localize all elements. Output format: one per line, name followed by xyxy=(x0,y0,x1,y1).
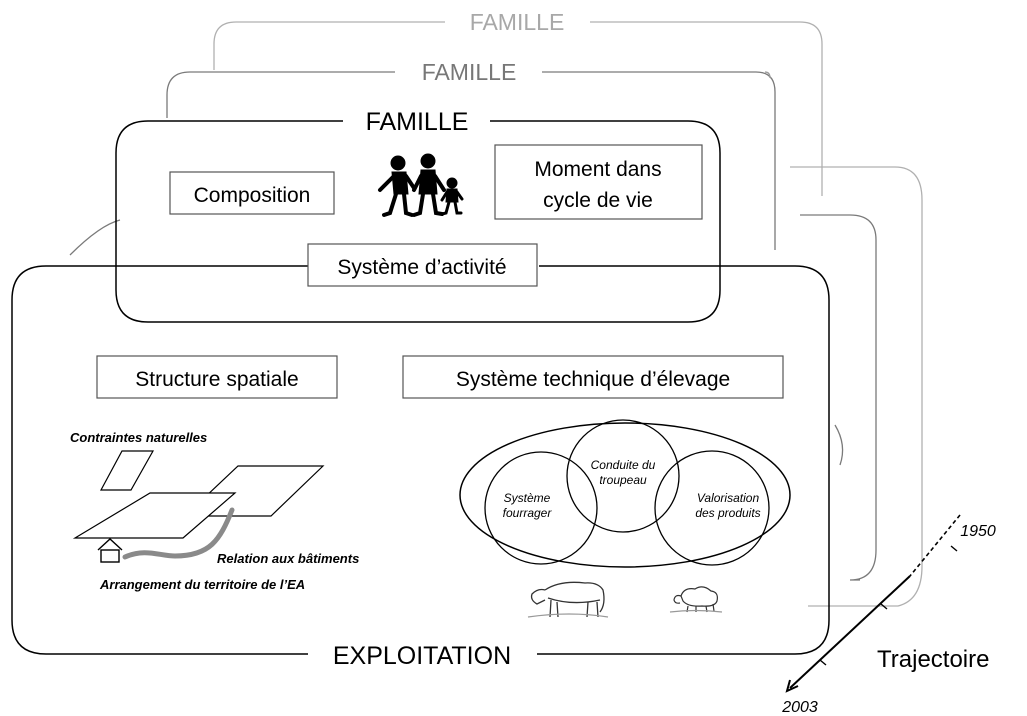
house-icon xyxy=(97,538,123,563)
venn-valorisation-circle xyxy=(654,450,770,566)
trajectoire-label: Trajectoire xyxy=(877,646,989,673)
venn-conduite-circle xyxy=(566,419,680,533)
famille-layer-middle xyxy=(69,71,877,581)
timeline-start-year: 1950 xyxy=(960,523,996,540)
timeline-end-year: 2003 xyxy=(781,699,818,716)
cow-icon xyxy=(527,581,609,618)
systeme-activite-box xyxy=(307,243,538,287)
arrangement-label: Arrangement du territoire de l’EA xyxy=(99,577,305,592)
systeme-technique-label: Système technique d’élevage xyxy=(456,368,730,391)
venn-conduite-line1: Conduite du xyxy=(591,458,656,472)
venn-valorisation-line2: des produits xyxy=(695,506,760,520)
relation-label: Relation aux bâtiments xyxy=(217,551,359,566)
moment-label-line1: Moment dans xyxy=(534,158,661,181)
famille-layer-back xyxy=(213,21,923,607)
exploitation-title: EXPLOITATION xyxy=(333,642,511,670)
sheep-icon xyxy=(669,586,723,613)
contraintes-label: Contraintes naturelles xyxy=(70,430,207,445)
exploitation-box xyxy=(11,265,830,655)
famille-front-title: FAMILLE xyxy=(366,108,469,136)
systeme-activite-label: Système d’activité xyxy=(337,256,506,279)
timeline-axis xyxy=(785,514,961,693)
venn-conduite-line2: troupeau xyxy=(599,473,647,487)
composition-label: Composition xyxy=(194,184,311,207)
parcel-shapes xyxy=(72,450,325,539)
structure-spatiale-box xyxy=(96,355,338,399)
venn-systeme-line1: Système xyxy=(504,491,551,505)
access-road xyxy=(122,507,235,560)
moment-cycle-box xyxy=(494,144,703,220)
venn-outer-ellipse xyxy=(459,422,791,568)
composition-box xyxy=(169,171,335,215)
famille-box xyxy=(115,120,721,323)
systeme-technique-box xyxy=(402,355,784,399)
venn-systeme-line2: fourrager xyxy=(503,506,553,520)
moment-label-line2: cycle de vie xyxy=(543,189,653,212)
venn-systeme-circle xyxy=(484,451,598,565)
family-people-icon xyxy=(378,153,464,217)
structure-spatiale-label: Structure spatiale xyxy=(135,368,298,391)
famille-middle-title: FAMILLE xyxy=(422,59,517,85)
famille-back-title: FAMILLE xyxy=(470,9,565,35)
venn-valorisation-line1: Valorisation xyxy=(697,491,760,505)
